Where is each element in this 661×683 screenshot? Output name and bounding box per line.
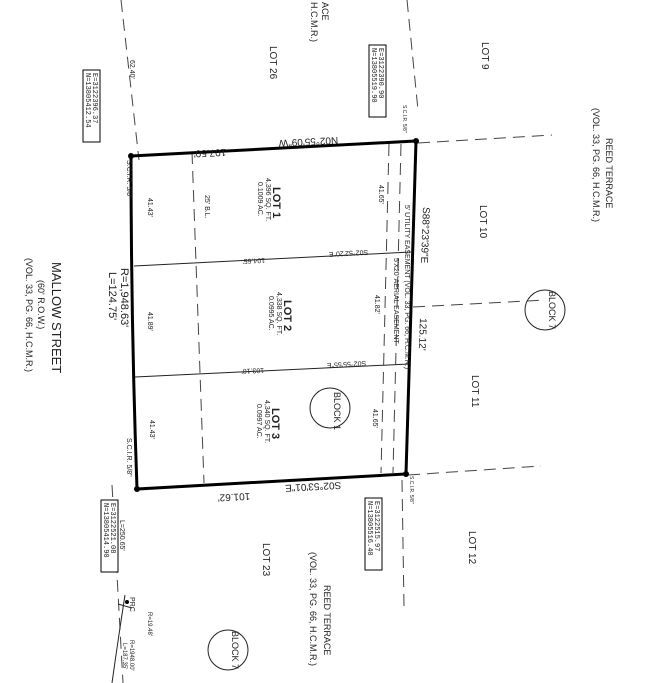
easement-line-inner (392, 143, 402, 474)
scir-sw: S.C.I.R. 5/8" (125, 438, 132, 477)
dim-right-2: 41.82' (373, 295, 380, 314)
prc-label: PRC (128, 597, 135, 612)
east-distance: 125.12' (416, 318, 428, 351)
coord-nw-n: N=13805412.54 (83, 73, 91, 128)
lot-line-top-right (406, 0, 419, 111)
north-distance: 107.50' (193, 146, 226, 159)
lot1-sqft: 4,396 SQ. FT. (264, 178, 271, 221)
lot-line-10-11 (412, 299, 546, 308)
div2-bearing: S02°55'55"E (326, 359, 366, 369)
coord-sw-n: N=13805414.90 (101, 503, 109, 558)
building-line-label: 25' B.L. (203, 195, 210, 219)
scir-ne: S.C.I.R. 5/8" (401, 105, 407, 133)
dim-left-1: 41.43' (146, 198, 153, 217)
lot2-ac: 0.0995 AC. (267, 296, 274, 331)
east-bearing: S88°23'39"E (418, 207, 431, 264)
coord-box-ne: N=13805519.90 E=3122390.90 (368, 44, 387, 118)
block7-bottom-label: BLOCK 7 (230, 631, 240, 669)
coord-box-nw: N=13805412.54 E=3122396.37 (82, 69, 101, 143)
lot12-label: LOT 12 (466, 531, 477, 565)
lot2-title: LOT 2 (281, 300, 293, 331)
south-distance: 101.62' (217, 490, 250, 503)
coord-box-sw: N=13805414.90 E=3122521.08 (100, 499, 119, 573)
reed-bottom-ref: (VOL. 33, PG. 66, H.C.M.R.) (308, 552, 318, 666)
coord-ne-n: N=13805519.90 (369, 48, 377, 103)
lot-division-1-2 (133, 251, 412, 267)
lot1-ac: 0.1009 AC. (256, 182, 263, 217)
div1-distance: 104.65' (242, 256, 265, 264)
reed-top-clip-2: H.C.M.R.) (309, 2, 319, 42)
coord-nw-e: E=3122396.37 (90, 73, 98, 123)
lot3-sqft: 4,340 SQ. FT. (263, 400, 270, 443)
bottom-curve-r1: R=19.48' (146, 612, 152, 636)
mallow-street-name: MALLOW STREET (49, 262, 64, 373)
reed-right-ref: (VOL. 33, PG. 66, H.C.M.R.) (591, 108, 601, 222)
street-line-top-left (120, 0, 140, 161)
lot1-title: LOT 1 (270, 187, 282, 218)
dim-left-3: 41.43' (148, 420, 155, 439)
lot10-label: LOT 10 (477, 205, 488, 239)
div1-bearing: S02°52'20"E (328, 248, 368, 258)
monument-nw (128, 153, 134, 159)
prc-point (125, 600, 129, 604)
monument-sw (134, 486, 140, 492)
lot-division-2-3 (134, 363, 410, 378)
lot23-label: LOT 23 (260, 543, 271, 577)
block7-top-label: BLOCK 7 (547, 291, 557, 329)
monument-ne (413, 138, 419, 144)
coord-ne-e: E=3122390.90 (376, 48, 384, 98)
bottom-curve-l: L=187.35' (121, 643, 127, 669)
lot3-ac: 0.0997 AC. (255, 404, 262, 439)
block7-bottom-circle (207, 629, 249, 671)
block1-circle (309, 387, 351, 429)
curve-extension (111, 594, 126, 683)
lot3-title: LOT 3 (269, 408, 281, 439)
bottom-curve-r2: R=1948.00' (128, 640, 134, 671)
scir-se: S.C.I.R. 5/8" (408, 476, 414, 504)
mallow-street-row: (60' R.O.W.) (36, 280, 46, 329)
block1-label: BLOCK 1 (332, 392, 342, 430)
lot-line-9-10 (417, 134, 553, 144)
street-line-bottom-left (111, 484, 124, 683)
monument-se (403, 471, 409, 477)
reed-right-name: REED TERRACE (604, 138, 614, 208)
dim-bottom-extension: L=250.65' (118, 520, 125, 551)
south-bearing: S02°53'01"E (284, 479, 341, 493)
dim-right-1: 41.65' (377, 185, 384, 204)
lot2-sqft: 4,338 SQ. FT. (275, 292, 282, 335)
coord-se-n: N=13805516.40 (365, 501, 373, 556)
prc-tick (117, 603, 133, 609)
curve-length: L=124.75' (106, 272, 118, 320)
div2-distance: 103.10' (241, 366, 264, 374)
aerial-easement-label: 5'X20' AERIAL EASEMENT (392, 258, 399, 344)
coord-se-e: E=3122515.97 (372, 501, 380, 551)
lot11-label: LOT 11 (469, 375, 480, 408)
reed-top-clip-1: ACE (320, 2, 330, 21)
dim-top-extension: 62.40' (128, 60, 135, 79)
easement-line-outer (380, 143, 390, 474)
coord-box-se: N=13805516.40 E=3122515.97 (364, 497, 383, 571)
lot-line-bottom-right (401, 479, 405, 608)
lot-line-11-12 (407, 465, 542, 476)
block7-top-circle (524, 289, 566, 331)
curve-radius: R=1,948.63' (118, 268, 130, 327)
lot9-label: LOT 9 (479, 42, 490, 70)
utility-easement-label: 5' UTILITY EASEMENT (VOL. 33, PG. 66, H.… (403, 205, 410, 369)
coord-sw-e: E=3122521.08 (108, 503, 116, 553)
reed-bottom-name: REED TERRACE (322, 585, 332, 655)
north-bearing: N02°55'09"W (278, 134, 339, 148)
dim-right-3: 41.65' (371, 409, 378, 428)
building-line (191, 151, 205, 484)
scir-nw: S.C.I.R. 5/8" (125, 160, 132, 199)
mallow-street-ref: (VOL. 33, PG. 66, H.C.M.R.) (24, 258, 34, 372)
dim-left-2: 41.89' (146, 312, 153, 331)
lot26-label: LOT 26 (267, 46, 278, 80)
